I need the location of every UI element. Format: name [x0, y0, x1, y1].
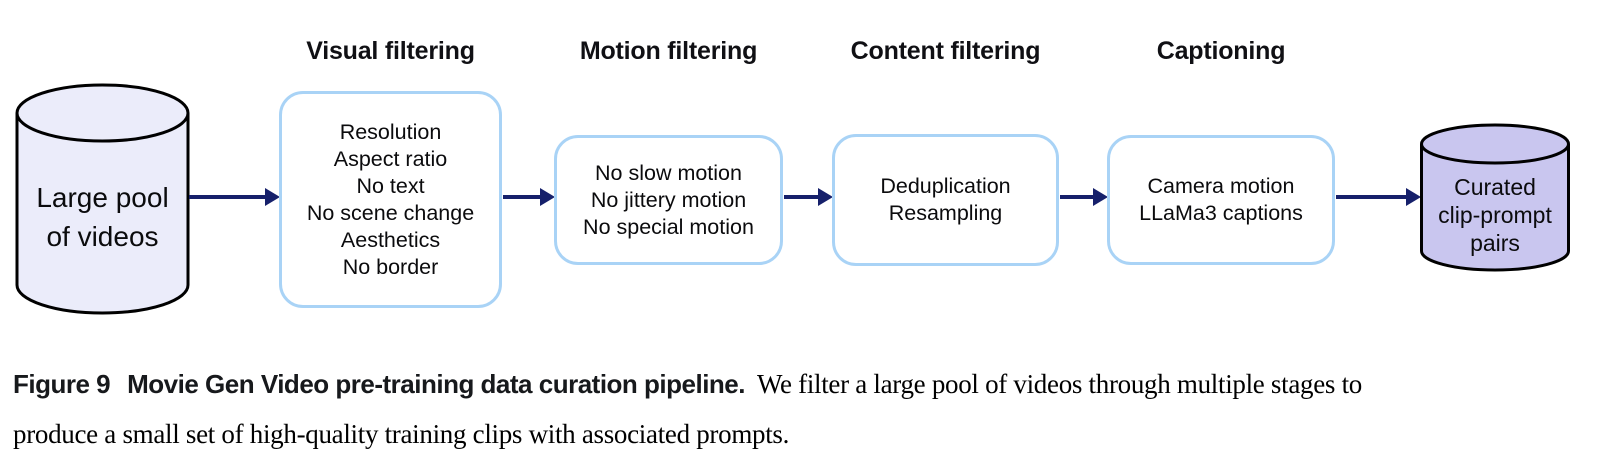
- filter-item-no-scene-change: No scene change: [306, 200, 475, 225]
- arrow-head-icon: [265, 188, 280, 206]
- arrow-head-icon: [1406, 188, 1421, 206]
- filter-item-no-slow-motion: No slow motion: [595, 160, 742, 185]
- filter-item-no-jittery-motion: No jittery motion: [590, 187, 747, 212]
- arrow-shaft: [189, 194, 265, 200]
- database-cylinder-icon: [1420, 123, 1570, 272]
- flow-arrow-2: [503, 187, 555, 207]
- figure-title: Movie Gen Video pre-training data curati…: [127, 369, 745, 399]
- figure-caption: Figure 9 Movie Gen Video pre-training dat…: [13, 359, 1595, 459]
- filter-item-no-text: No text: [356, 173, 425, 198]
- flow-arrow-4: [1060, 187, 1108, 207]
- motion-filtering-box: No slow motion No jittery motion No spec…: [554, 135, 783, 265]
- arrow-head-icon: [1093, 188, 1108, 206]
- sink-database-label: Curated clip-prompt pairs: [1420, 159, 1570, 270]
- filter-item-resolution: Resolution: [339, 119, 442, 144]
- sink-label-line-3: pairs: [1470, 229, 1520, 256]
- filter-item-resampling: Resampling: [888, 201, 1003, 225]
- stage-title-motion-filtering: Motion filtering: [579, 37, 758, 65]
- caption-body-line-1: We filter a large pool of videos through…: [756, 369, 1362, 399]
- arrow-shaft: [784, 194, 818, 200]
- large-pool-of-videos-database: Large pool of videos: [15, 83, 190, 315]
- sink-label-line-1: Curated: [1454, 173, 1536, 200]
- stage-title-visual-filtering: Visual filtering: [306, 37, 475, 65]
- caption-body-line-2: produce a small set of high-quality trai…: [13, 419, 790, 449]
- caption-item-llama3-captions: LLaMa3 captions: [1139, 201, 1303, 225]
- stage-title-content-filtering: Content filtering: [850, 37, 1041, 65]
- source-label-line-2: of videos: [46, 221, 159, 252]
- curated-clip-prompt-pairs-database: Curated clip-prompt pairs: [1420, 123, 1570, 272]
- arrow-head-icon: [818, 188, 833, 206]
- stage-title-captioning: Captioning: [1156, 37, 1286, 65]
- arrow-head-icon: [540, 188, 555, 206]
- filter-item-aspect-ratio: Aspect ratio: [333, 146, 448, 171]
- content-filtering-box: Deduplication Resampling: [832, 134, 1059, 266]
- source-database-label: Large pool of videos: [19, 135, 186, 299]
- source-label-line-1: Large pool: [36, 182, 169, 213]
- flow-arrow-1: [189, 187, 280, 207]
- arrow-shaft: [503, 194, 540, 200]
- captioning-box: Camera motion LLaMa3 captions: [1107, 135, 1335, 265]
- sink-label-line-2: clip-prompt: [1438, 201, 1552, 228]
- caption-item-camera-motion: Camera motion: [1147, 174, 1295, 198]
- database-cylinder-icon: [15, 83, 190, 315]
- flow-arrow-5: [1336, 187, 1421, 207]
- filter-item-aesthetics: Aesthetics: [340, 227, 441, 252]
- arrow-shaft: [1336, 194, 1406, 200]
- arrow-shaft: [1060, 194, 1093, 200]
- filter-item-no-special-motion: No special motion: [583, 214, 754, 239]
- visual-filtering-box: Resolution Aspect ratio No text No scene…: [279, 91, 502, 308]
- filter-item-no-border: No border: [342, 254, 439, 279]
- figure-number: Figure 9: [13, 369, 111, 399]
- filter-item-deduplication: Deduplication: [880, 174, 1011, 198]
- flow-arrow-3: [784, 187, 833, 207]
